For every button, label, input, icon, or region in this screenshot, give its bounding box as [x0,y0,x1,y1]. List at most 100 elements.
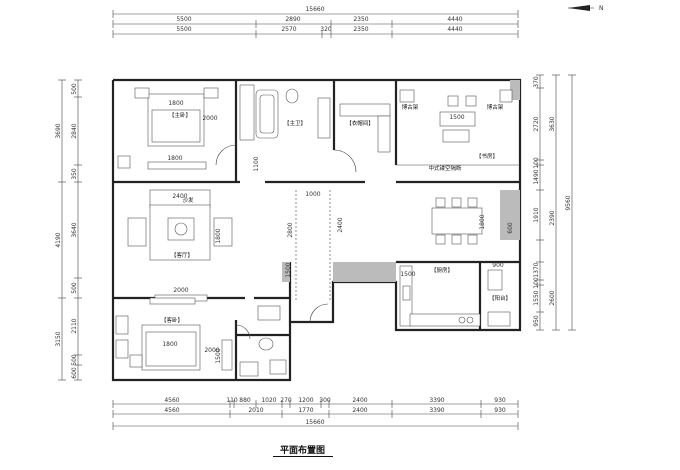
left-outer-dim-3: 3150 [55,331,62,346]
living-room: 2400 沙发 【客厅】 1800 2000 [127,189,233,302]
master-bedroom: 【主卧】 1800 2000 1800 [117,87,237,170]
study-label: 【书房】 [476,152,498,160]
top-dim-r2-2: 2570 [281,26,296,33]
cabinet-h-dim: 1500 [400,271,415,278]
guest-door-swing [235,324,251,340]
corridor: 1000 2800 2400 1500 [285,190,344,323]
study-chair-2 [465,95,477,107]
bottom-dim-4: 1020 [261,397,276,404]
bottom-dim-8: 2400 [352,397,367,404]
guest-tv-dim: 1500 [215,348,222,363]
corridor-h-dim: 2800 [287,222,294,237]
right-inner-dim-2: 2720 [533,116,540,131]
desk-dim: 1500 [449,114,464,121]
nightstand-left [134,87,150,99]
top-total-dim: 15660 [305,6,324,13]
left-inner-dim-7: 500 [71,354,78,366]
cloakroom: 【衣帽间】 [333,103,391,173]
coffee-table-ornament [174,222,188,236]
bottom-dim-r2-3: 1770 [298,407,313,414]
guest-toilet [258,337,274,351]
bed-main-dim: 1800 [168,100,183,107]
corridor-right-dim: 2400 [337,217,344,232]
left-outer-dim-1: 3690 [55,123,62,138]
cloak-door-swing [333,149,357,173]
bottom-dim-6: 1200 [298,397,313,404]
balcony-w-dim: 900 [492,262,504,269]
dining-chair-1 [435,197,446,208]
study: 博古架 博古架 1500 【书房】 中式镂空隔断 [396,89,520,172]
guest-shower [239,361,259,377]
left-inner-dim-3: 350 [71,168,78,180]
bottom-dim-5: 270 [280,397,292,404]
study-desk [439,111,476,127]
left-outer-dim-2: 4190 [55,232,62,247]
left-inner-dim-5: 500 [71,282,78,294]
bottom-dim-3: 880 [239,397,251,404]
hall-h-dim: 1100 [253,156,260,171]
bogu-shelf-left [399,89,415,103]
cloakroom-label: 【衣帽间】 [346,119,374,127]
north-label: N [599,5,604,12]
study-armchair [442,129,470,143]
top-dim-1: 5500 [176,16,191,23]
stove-burner-1 [458,316,466,324]
balcony-cabinet [487,269,503,291]
kitchen: 【厨房】 1500 [399,265,481,327]
bottom-dim-r2-4: 2400 [352,407,367,414]
right-inner-dim-5: 1910 [533,207,540,222]
master-bath-label: 【主卫】 [284,119,306,127]
left-inner-dim-4: 3640 [71,222,78,237]
guest-basin [257,305,281,321]
bath-w-dim: 1500 [285,262,292,277]
left-dimensions: 3690 4190 3150 500 2840 350 3640 500 211… [55,79,82,381]
master-bedroom-label: 【主卧】 [169,111,191,119]
bottom-dim-r2-5: 3390 [429,407,444,414]
nightstand-right [203,87,219,99]
interior-walls [113,80,520,380]
dining-chair-6 [467,234,478,245]
right-inner-dim-6: 2390 [549,210,556,225]
left-inner-dim-6: 2110 [71,318,78,333]
kitchen-sink [402,285,411,301]
guest-bedroom-label: 【客卧】 [161,316,183,324]
bottom-dim-10: 930 [494,397,506,404]
dining-area: 1800 600 [431,197,514,245]
top-dim-3: 2350 [353,16,368,23]
top-dimensions: 15660 5500 2890 2350 4440 5500 2570 320 … [112,6,519,38]
partition-label: 中式镂空隔断 [428,164,462,172]
armchair-right [213,217,233,247]
dining-table [431,207,483,235]
bogu-shelf-right [499,89,513,103]
bottom-dim-9: 3390 [429,397,444,404]
bottom-dim-7: 300 [319,397,331,404]
guest-armchair-1 [115,315,129,335]
armchair-left [127,217,147,247]
guest-bedroom: 【客卧】 1800 2000 1500 [115,297,251,371]
title-underline [273,456,333,457]
stove-burner-2 [466,316,474,324]
stair-shelf [239,84,255,141]
top-dim-r2-3: 320 [320,26,332,33]
top-dim-4: 4440 [447,16,462,23]
top-dim-r2-5: 4440 [447,26,462,33]
corridor-w-dim: 1000 [305,191,320,198]
dining-chair-4 [435,234,446,245]
guest-armchair-2 [115,339,129,359]
drawing-title: 平面布置图 [279,446,325,456]
vanity [317,97,331,139]
guest-bed-dim: 1800 [162,341,177,348]
bottom-dim-r2-1: 4560 [164,407,179,414]
wardrobe [147,161,207,170]
north-arrow-icon: N [568,5,604,12]
entry-door-swing [309,303,329,323]
sofa-d-dim: 1800 [215,228,222,243]
bottom-dimensions: 4560 110 880 1020 270 1200 300 2400 3390… [112,397,519,430]
right-inner-dim-3: 100 [533,157,540,169]
bottom-total-dim: 15660 [305,419,324,426]
tv-w-dim: 2000 [173,287,188,294]
balcony: 【阳台】 900 [487,262,511,327]
wall-hatching [282,80,520,282]
bottom-dim-1: 4560 [164,397,179,404]
